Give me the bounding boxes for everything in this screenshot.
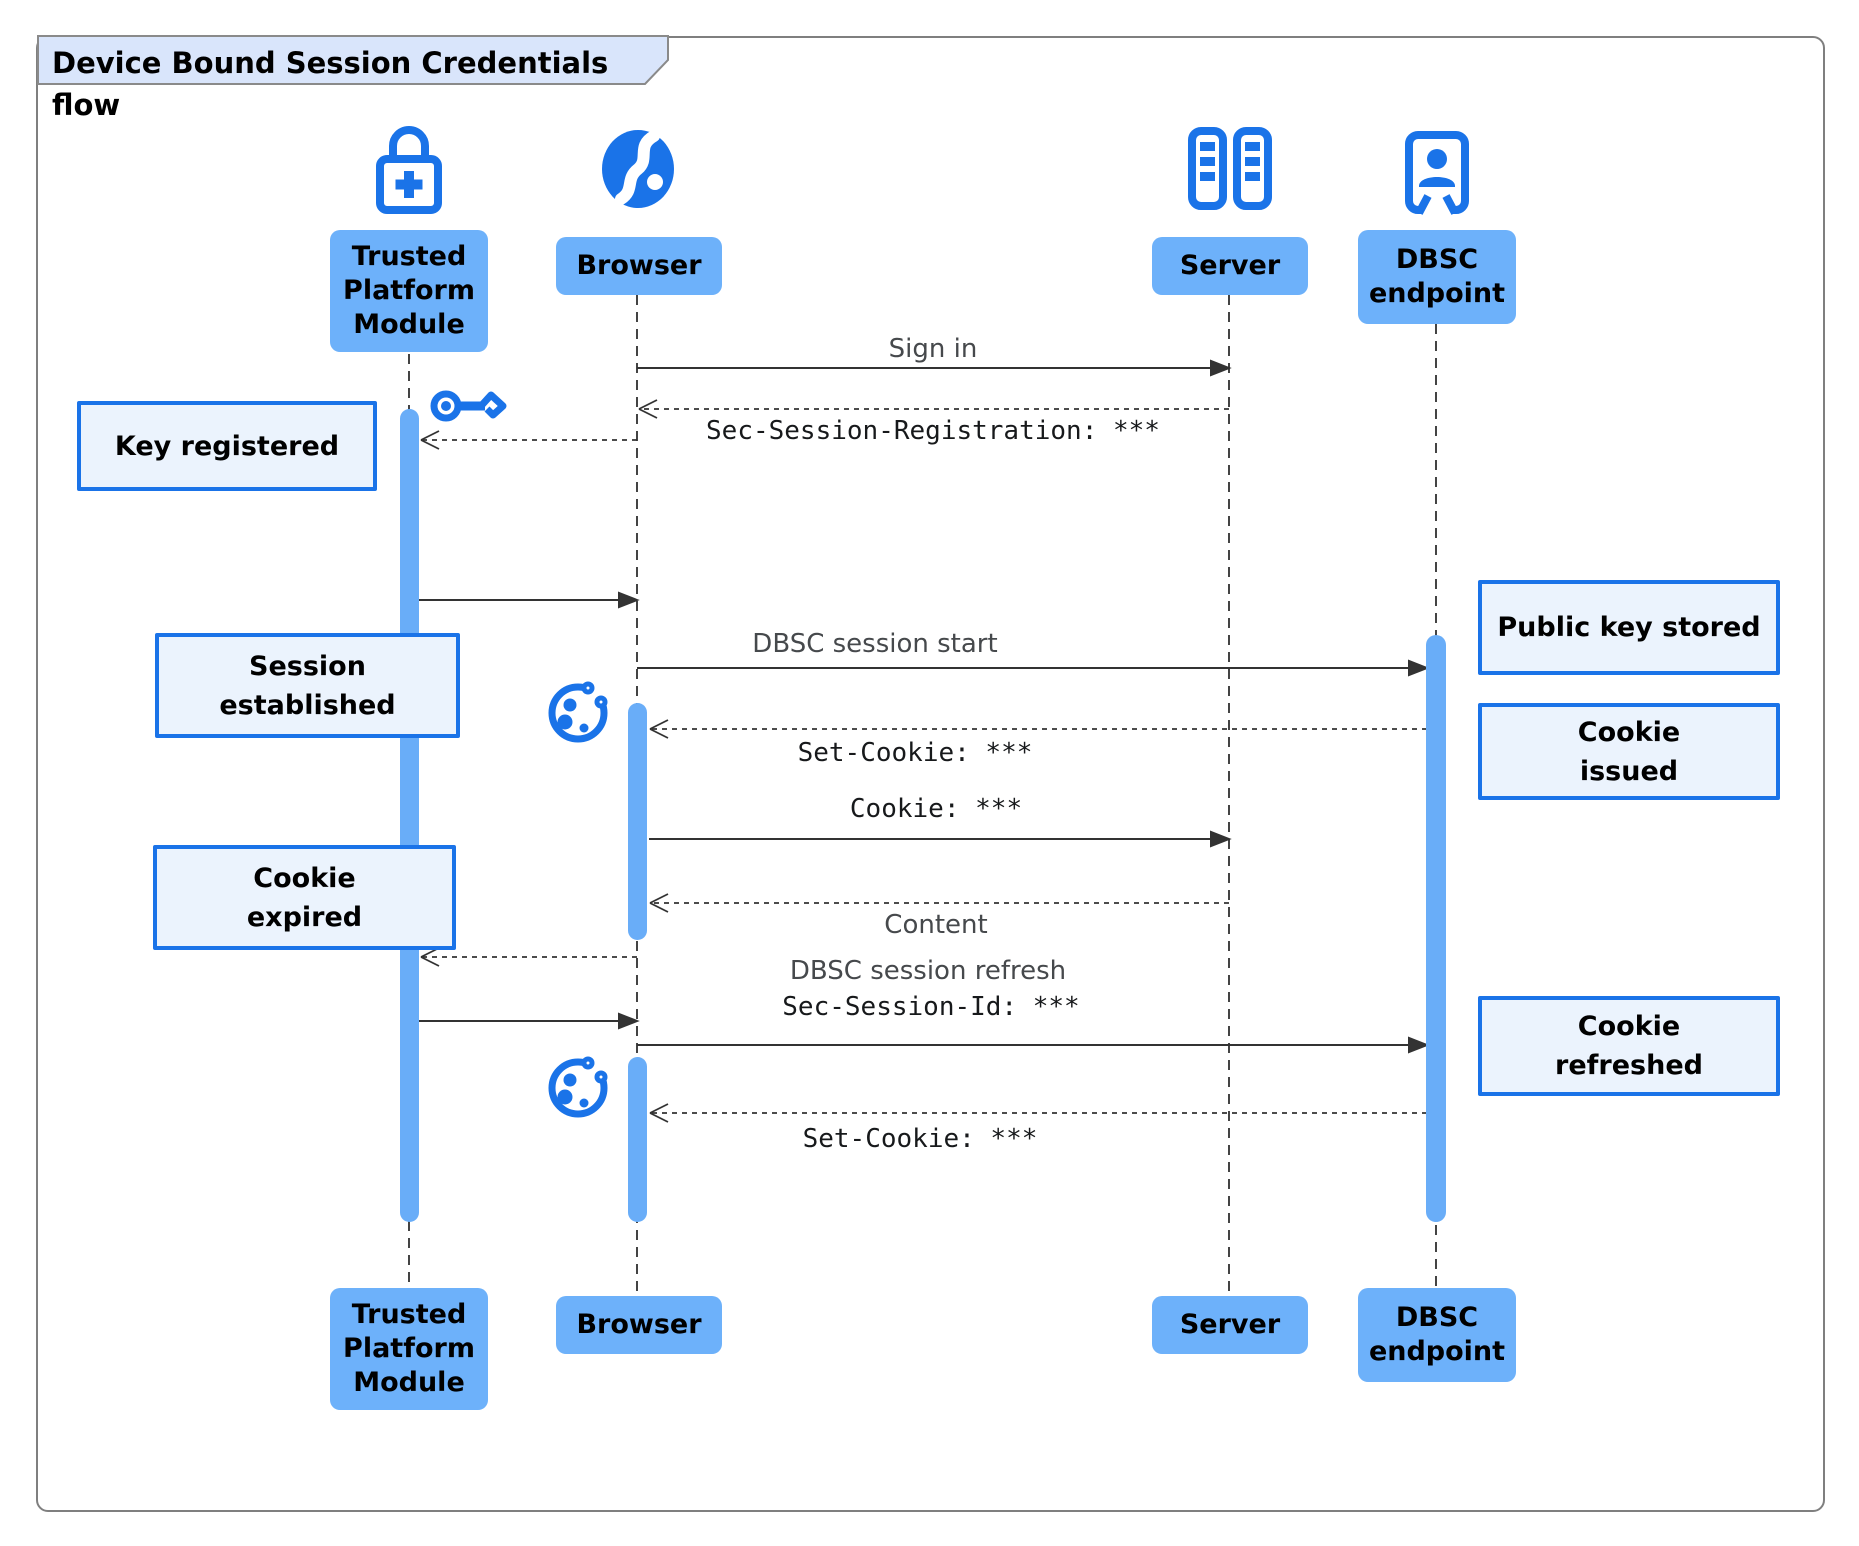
lock-plus-icon <box>376 126 442 214</box>
message-label-sec-session-registration: Sec-Session-Registration: *** <box>706 416 1160 446</box>
arrow-content <box>649 893 1229 913</box>
actor-label-browser-bottom: Browser <box>556 1296 722 1354</box>
activation-bar-browser-2 <box>628 1057 647 1222</box>
message-label-cookie: Cookie: *** <box>849 794 1023 824</box>
actor-label-line: Trusted <box>351 241 467 272</box>
actor-label-browser-top: Browser <box>556 237 722 295</box>
activation-bar-tpm <box>400 409 419 1222</box>
cookie-icon <box>548 677 613 743</box>
activation-bar-browser-1 <box>628 703 647 940</box>
note-cookie-refreshed: Cookie refreshed <box>1478 996 1780 1096</box>
message-label-sign-in: Sign in <box>888 334 978 364</box>
note-session-established: Session established <box>155 633 460 738</box>
cookie-icon <box>548 1052 613 1118</box>
actor-label-line: endpoint <box>1368 278 1506 309</box>
message-label-set-cookie-1: Set-Cookie: *** <box>797 738 1033 768</box>
globe-icon <box>602 130 674 208</box>
message-label-sec-session-id: Sec-Session-Id: *** <box>782 992 1080 1022</box>
arrow-set-cookie-2 <box>649 1103 1427 1123</box>
actor-label-tpm-bottom: Trusted Platform Module <box>330 1288 488 1410</box>
key-icon <box>430 390 507 422</box>
note-cookie-expired: Cookie expired <box>153 845 456 950</box>
arrow-tpm-to-browser-sign <box>419 1012 640 1030</box>
dashed-arrows <box>420 399 1427 1123</box>
note-key-registered: Key registered <box>77 401 377 491</box>
arrow-sec-session-registration <box>638 399 1229 419</box>
arrow-dbsc-session-refresh <box>637 1036 1430 1054</box>
note-line: Public key stored <box>1497 612 1761 643</box>
message-label-dbsc-session-start: DBSC session start <box>752 629 998 659</box>
server-rack-icon <box>1188 127 1272 210</box>
actor-label-line: DBSC <box>1395 1302 1479 1333</box>
actor-label-line: Module <box>353 309 465 340</box>
actor-label-dbsc-bottom: DBSC endpoint <box>1358 1288 1516 1382</box>
arrow-dbsc-session-start <box>637 659 1430 677</box>
note-public-key-stored: Public key stored <box>1478 580 1780 675</box>
note-line: Cookie <box>1577 1011 1681 1042</box>
message-label-set-cookie-2: Set-Cookie: *** <box>802 1124 1038 1154</box>
note-line: issued <box>1579 755 1679 787</box>
arrow-browser-to-tpm-register <box>420 430 637 450</box>
badge-person-icon <box>1405 131 1469 215</box>
note-line: Session <box>249 650 366 682</box>
actor-label-dbsc-top: DBSC endpoint <box>1358 230 1516 324</box>
actor-label-text: Server <box>1179 250 1281 281</box>
message-label-dbsc-session-refresh: DBSC session refresh <box>789 956 1067 986</box>
arrow-sign-in <box>637 359 1232 377</box>
arrow-cookie <box>649 830 1232 848</box>
actor-label-text: Browser <box>576 250 702 281</box>
note-line: refreshed <box>1555 1050 1703 1081</box>
actor-label-server-bottom: Server <box>1152 1296 1308 1354</box>
actor-label-line: Platform <box>343 275 475 306</box>
actor-label-line: Trusted <box>351 1299 467 1330</box>
activation-bar-dbsc <box>1426 635 1446 1222</box>
actor-label-line: endpoint <box>1368 1336 1506 1367</box>
actor-label-text: Browser <box>576 1309 702 1340</box>
solid-arrows <box>419 359 1430 1054</box>
note-line: expired <box>246 901 363 933</box>
note-cookie-issued: Cookie issued <box>1478 703 1780 800</box>
actor-label-line: Module <box>353 1367 465 1398</box>
actor-label-text: Server <box>1179 1309 1281 1340</box>
actor-label-tpm-top: Trusted Platform Module <box>330 230 488 352</box>
note-line: Cookie <box>1577 716 1681 748</box>
title-tab-shape <box>37 35 669 85</box>
actor-label-server-top: Server <box>1152 237 1308 295</box>
actor-label-line: Platform <box>343 1333 475 1364</box>
arrow-set-cookie-1 <box>649 719 1427 739</box>
note-line: established <box>219 689 396 721</box>
note-line: Cookie <box>253 862 356 894</box>
arrow-browser-to-tpm-expired <box>420 947 637 967</box>
message-label-content: Content <box>884 910 988 940</box>
actor-label-line: DBSC <box>1395 244 1479 275</box>
arrow-tpm-to-browser-key <box>419 591 640 609</box>
diagram-title: Device Bound Session Credentials flow <box>52 46 609 122</box>
note-line: Key registered <box>114 430 340 462</box>
